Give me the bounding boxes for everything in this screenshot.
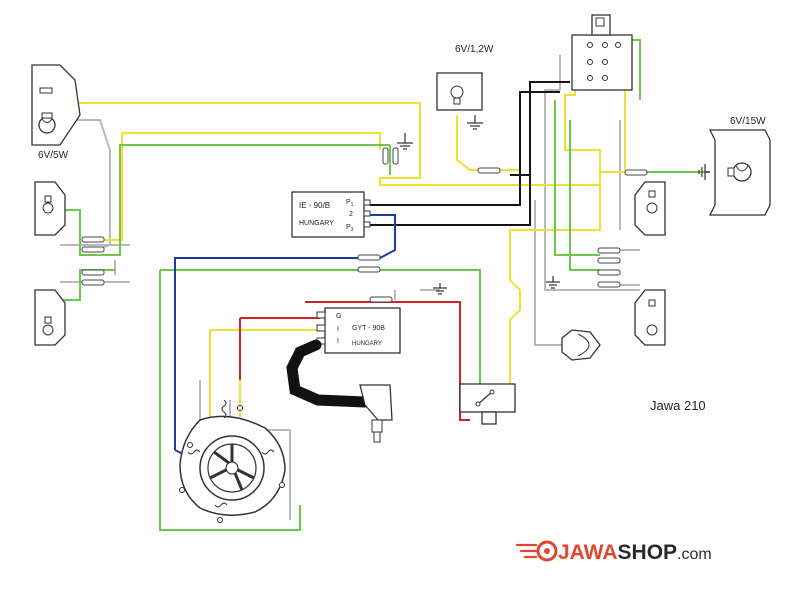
connector — [357, 254, 381, 261]
tail-light: 6V/5W — [31, 64, 81, 161]
tail-bulb-label: 6V/5W — [38, 150, 69, 161]
headlamp-bulb-label: 6V/15W — [730, 116, 766, 127]
regulator-origin-label: HUNGARY — [299, 220, 334, 227]
connector — [81, 279, 105, 286]
wires — [48, 39, 710, 531]
ground-icon — [698, 164, 710, 180]
terminal-p1-label: P1 — [346, 199, 354, 208]
connector — [81, 269, 105, 276]
connector — [597, 269, 621, 276]
bulb-icon — [42, 195, 54, 214]
connector — [81, 246, 105, 253]
logo-tld: .com — [677, 546, 712, 563]
connector — [369, 296, 393, 303]
connector — [597, 247, 621, 254]
right-front-indicator — [634, 181, 666, 236]
coil-windings-icon — [187, 399, 275, 508]
jawashop-logo: JAWASHOP.com — [515, 540, 712, 564]
ground-icon — [433, 283, 447, 295]
black-wires — [370, 81, 570, 226]
connector — [357, 266, 381, 273]
bulb-icon — [646, 299, 658, 336]
yellow-wires — [48, 60, 650, 450]
terminal-p3-label: P3 — [346, 224, 354, 233]
headlamp: 6V/15W — [708, 116, 771, 216]
indicator-lamp: 6V/1,2W — [436, 44, 494, 111]
speed-lines-icon — [515, 543, 538, 559]
spark-plug-lead — [286, 339, 393, 443]
bulb-icon — [646, 190, 658, 214]
regulator-model-label: IE - 90/B — [299, 201, 330, 210]
alternator-terminals — [179, 405, 285, 523]
coil-terminal-i1: I — [337, 326, 339, 333]
left-rear-indicator — [34, 289, 66, 346]
connector — [597, 257, 621, 264]
bulb-icon — [42, 316, 54, 336]
connector — [624, 169, 648, 176]
wheel-icon — [536, 540, 558, 562]
connectors — [81, 147, 648, 303]
logo-shop: SHOP — [618, 541, 678, 564]
voltage-regulator: IE - 90/B HUNGARY P1 2 P3 — [291, 191, 371, 238]
connector — [597, 281, 621, 288]
switch-contacts — [587, 42, 621, 81]
alternator — [179, 399, 286, 523]
ground-symbols — [397, 115, 710, 295]
coil-origin-label: HUNGARY — [352, 341, 382, 347]
logo-text: JAWASHOP.com — [558, 541, 712, 564]
ignition-switch — [459, 383, 516, 425]
connector — [477, 167, 501, 174]
connector — [392, 147, 399, 165]
ground-icon — [546, 276, 560, 289]
connector — [81, 236, 105, 243]
headlamp-bulb-icon — [727, 162, 752, 182]
left-front-indicator — [34, 181, 66, 236]
right-rear-indicator — [634, 289, 666, 346]
spark-plug-icon — [371, 419, 383, 443]
handlebar-switch — [571, 14, 633, 91]
indicator-bulb-label: 6V/1,2W — [455, 44, 494, 55]
ground-icon — [397, 133, 413, 150]
rotor-icon — [199, 435, 265, 501]
horn — [561, 329, 601, 361]
logo-jawa: JAWA — [558, 541, 618, 564]
coil-model-label: GYT - 90B — [352, 325, 385, 332]
ignition-coil: G I I GYT - 90B HUNGARY — [316, 307, 401, 354]
bulb-icon — [38, 112, 56, 134]
coil-terminal-i2: I — [337, 338, 339, 345]
connector — [382, 147, 389, 165]
terminal-2-label: 2 — [349, 211, 353, 218]
coil-terminal-g: G — [336, 313, 341, 320]
bulb-icon — [450, 85, 464, 105]
ground-icon — [467, 115, 483, 130]
diagram-title: Jawa 210 — [650, 398, 706, 413]
